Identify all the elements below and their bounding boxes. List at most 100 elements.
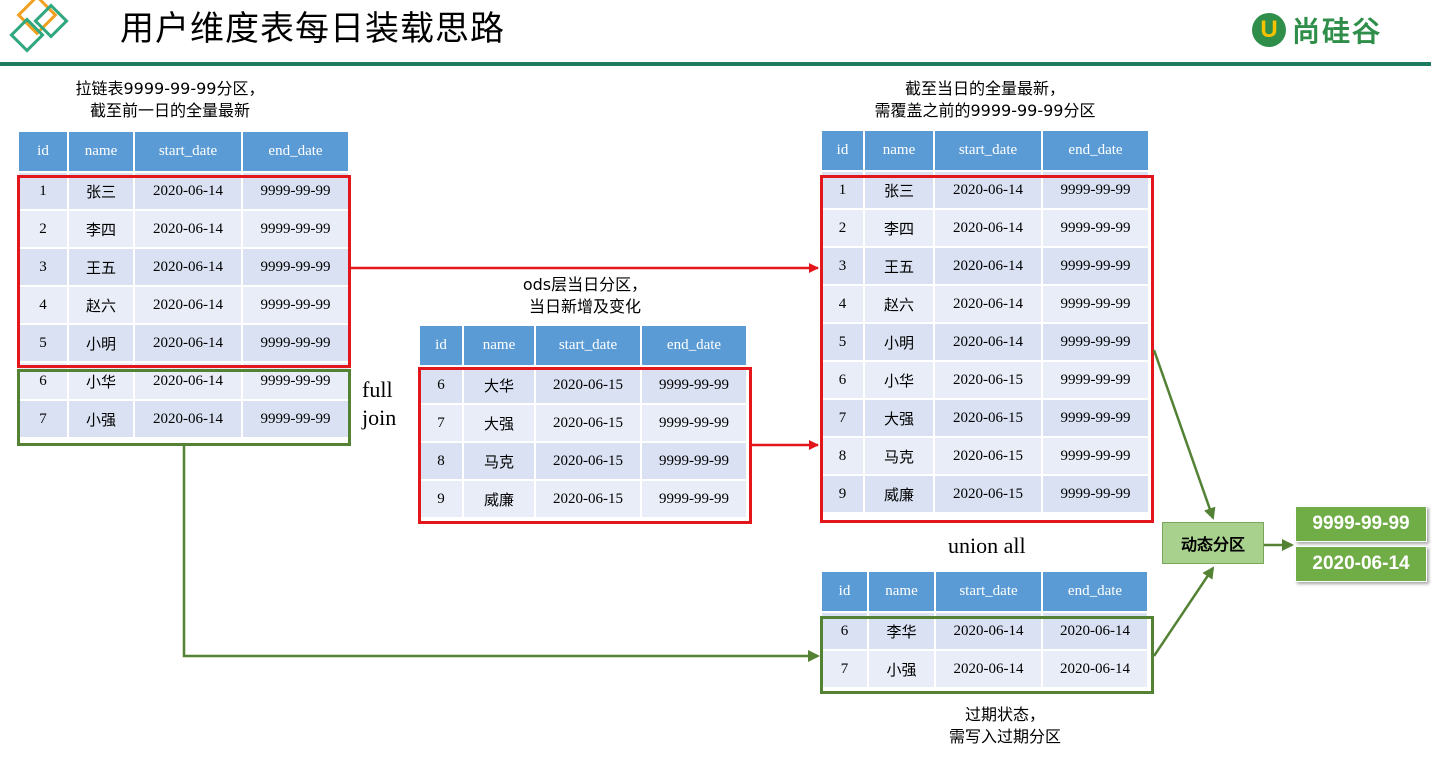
table-cell: 9999-99-99 [243,173,348,209]
shangguigu-logo-icon: U [1252,13,1286,47]
table-cell: 2 [822,210,863,246]
table-cell: 马克 [464,443,534,479]
table-cell: 2020-06-14 [135,325,241,361]
table-cell: 3 [822,248,863,284]
table-cell: 1 [822,172,863,208]
table-cell: 2020-06-15 [935,362,1041,398]
column-header: start_date [935,131,1041,170]
table-cell: 9999-99-99 [1043,248,1148,284]
logo-diamond-icon [9,0,69,53]
table-cell: 5 [19,325,67,361]
table-cell: 2020-06-15 [536,481,640,517]
table-cell: 1 [19,173,67,209]
table-cell: 2 [19,211,67,247]
table-cell: 9 [420,481,462,517]
column-header: end_date [1043,572,1147,611]
table-cell: 2020-06-15 [536,443,640,479]
column-header: start_date [536,326,640,365]
table-cell: 9999-99-99 [243,325,348,361]
caption-right-bottom: 过期状态， 需写入过期分区 [948,705,1061,746]
table-cell: 9999-99-99 [243,249,348,285]
table-cell: 赵六 [69,287,133,323]
table-cell: 2020-06-14 [135,249,241,285]
partition-20200614-box: 2020-06-14 [1295,546,1427,582]
table-cell: 9999-99-99 [1043,286,1148,322]
table-cell: 小明 [69,325,133,361]
caption-middle: ods层当日分区， 当日新增及变化 [522,275,648,316]
column-header: start_date [936,572,1041,611]
column-header: id [19,132,67,171]
table-cell: 2020-06-15 [935,438,1041,474]
table-cell: 王五 [69,249,133,285]
table-cell: 2020-06-14 [935,172,1041,208]
table-cell: 大华 [464,367,534,403]
table-cell: 2020-06-14 [935,210,1041,246]
table-cell: 7 [822,400,863,436]
table-cell: 9999-99-99 [1043,476,1148,512]
column-header: id [420,326,462,365]
table-cell: 7 [19,401,67,437]
table-cell: 2020-06-14 [935,324,1041,360]
table-cell: 9999-99-99 [1043,438,1148,474]
union-all-label: union all [948,533,1026,558]
dynamic-partition-box: 动态分区 [1162,522,1264,564]
table-cell: 4 [19,287,67,323]
table-cell: 2020-06-15 [536,367,640,403]
table-cell: 2020-06-14 [936,613,1041,649]
column-header: name [869,572,934,611]
logo-text: 尚硅谷 [1292,15,1383,48]
table-cell: 4 [822,286,863,322]
table-cell: 李四 [69,211,133,247]
right-top-rows-outline [820,175,1154,523]
table-cell: 张三 [865,172,933,208]
full-join-label: full join [362,377,397,430]
table-cell: 大强 [464,405,534,441]
table-cell: 2020-06-14 [1043,613,1147,649]
table-cell: 9999-99-99 [243,401,348,437]
column-header: end_date [243,132,348,171]
table-cell: 9999-99-99 [1043,324,1148,360]
column-header: name [865,131,933,170]
table-cell: 9999-99-99 [642,367,746,403]
table-cell: 2020-06-14 [936,651,1041,687]
table-cell: 2020-06-14 [135,287,241,323]
column-header: end_date [1043,131,1148,170]
table-cell: 2020-06-15 [536,405,640,441]
table-cell: 9999-99-99 [642,443,746,479]
page-title: 用户维度表每日装载思路 [120,9,505,49]
table-cell: 7 [420,405,462,441]
shangguigu-logo: U 尚硅谷 [1252,10,1382,50]
title-divider [0,62,1431,66]
table-cell: 小明 [865,324,933,360]
table-cell: 威廉 [865,476,933,512]
table-cell: 小强 [69,401,133,437]
table-cell: 9999-99-99 [1043,172,1148,208]
table-cell: 小强 [869,651,934,687]
table-cell: 9999-99-99 [642,481,746,517]
table-cell: 马克 [865,438,933,474]
middle-rows-outline [418,367,752,524]
column-header: start_date [135,132,241,171]
